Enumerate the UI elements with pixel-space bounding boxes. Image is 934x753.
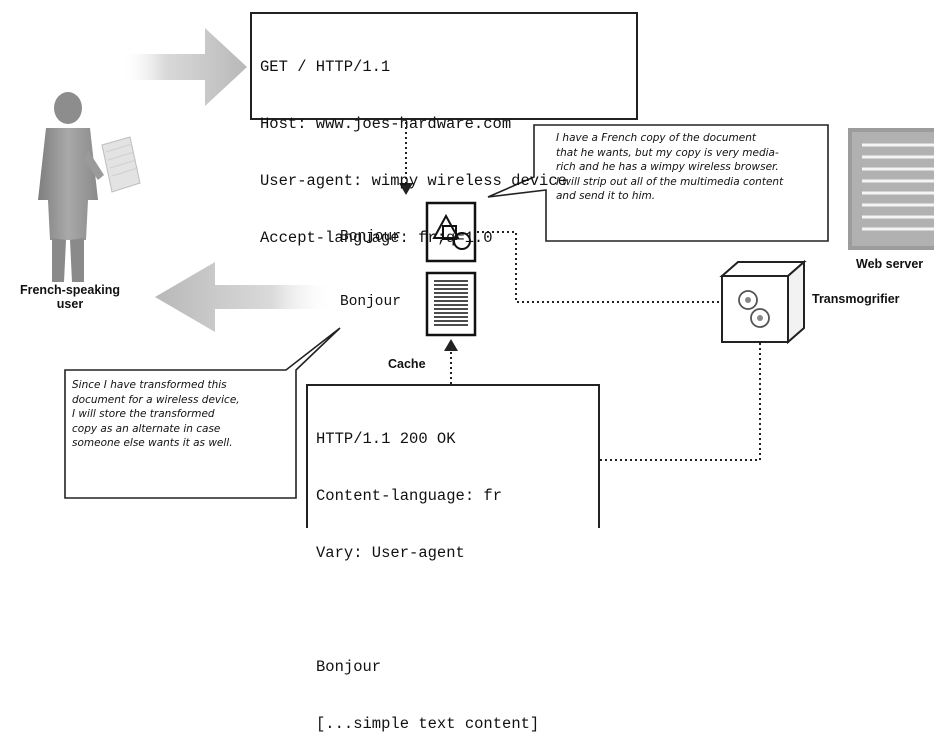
cache-note-line-3: I will store the transformed — [72, 408, 215, 420]
response-arrow — [155, 262, 335, 332]
cache-label: Cache — [388, 357, 426, 371]
response-line-1: HTTP/1.1 200 OK — [316, 430, 456, 448]
request-arrow — [120, 28, 247, 106]
server-icon — [848, 128, 934, 250]
cache-to-transmogrifier-connector — [477, 231, 722, 303]
request-to-cache-connector — [399, 122, 413, 195]
shapes-document-icon — [425, 201, 477, 263]
transmogrifier-note: I have a French copy of the document tha… — [556, 131, 824, 204]
cache-note-line-4: copy as an alternate in case — [72, 422, 221, 435]
text-document-icon — [425, 271, 477, 337]
transmogrifier-note-line-1: I have a French copy of the document — [556, 132, 756, 144]
response-line-3: Vary: User-agent — [316, 544, 465, 562]
transmogrifier-note-line-2: that he wants, but my copy is very media… — [556, 146, 779, 159]
user-label: French-speaking user — [6, 283, 134, 311]
response-box: HTTP/1.1 200 OK Content-language: fr Var… — [306, 384, 600, 733]
cube-gears-icon — [719, 259, 807, 345]
transmogrifier-note-line-3: rich and he has a wimpy wireless browser… — [556, 161, 779, 173]
cache-note-line-2: document for a wireless device, — [72, 393, 240, 406]
person-icon — [38, 92, 141, 282]
web-server-label: Web server — [856, 257, 924, 271]
response-line-2: Content-language: fr — [316, 487, 503, 505]
cache-callout — [64, 327, 341, 499]
request-box: GET / HTTP/1.1 Host: www.joes-hardware.c… — [250, 12, 638, 247]
request-line-3: User-agent: wimpy wireless device — [260, 172, 567, 190]
user-label-line-2: user — [56, 297, 84, 311]
user-label-line-1: French-speaking — [19, 283, 121, 297]
transmogrifier-to-response-connector — [598, 343, 761, 461]
transmogrifier-label: Transmogrifier — [812, 292, 900, 306]
response-to-cache-connector — [444, 339, 458, 384]
response-line-6: [...simple text content] — [316, 715, 540, 733]
transmogrifier-note-line-5: and send it to him. — [556, 190, 656, 202]
cache-note-line-1: Since I have transformed this — [72, 379, 227, 391]
rich-document-label: Bonjour — [340, 229, 401, 245]
response-line-5: Bonjour — [316, 658, 382, 676]
diagram-canvas — [38, 28, 934, 499]
request-line-2: Host: www.joes-hardware.com — [260, 115, 512, 133]
request-line-4: Accept-language: fr;q=1.0 — [260, 229, 493, 247]
cache-note-line-5: someone else wants it as well. — [72, 437, 233, 449]
simple-document-label: Bonjour — [340, 294, 401, 310]
transmogrifier-callout — [487, 124, 829, 242]
cache-note: Since I have transformed this document f… — [72, 378, 292, 451]
response-line-4 — [316, 601, 590, 620]
request-line-1: GET / HTTP/1.1 — [260, 58, 391, 76]
transmogrifier-note-line-4: I will strip out all of the multimedia c… — [556, 175, 784, 188]
